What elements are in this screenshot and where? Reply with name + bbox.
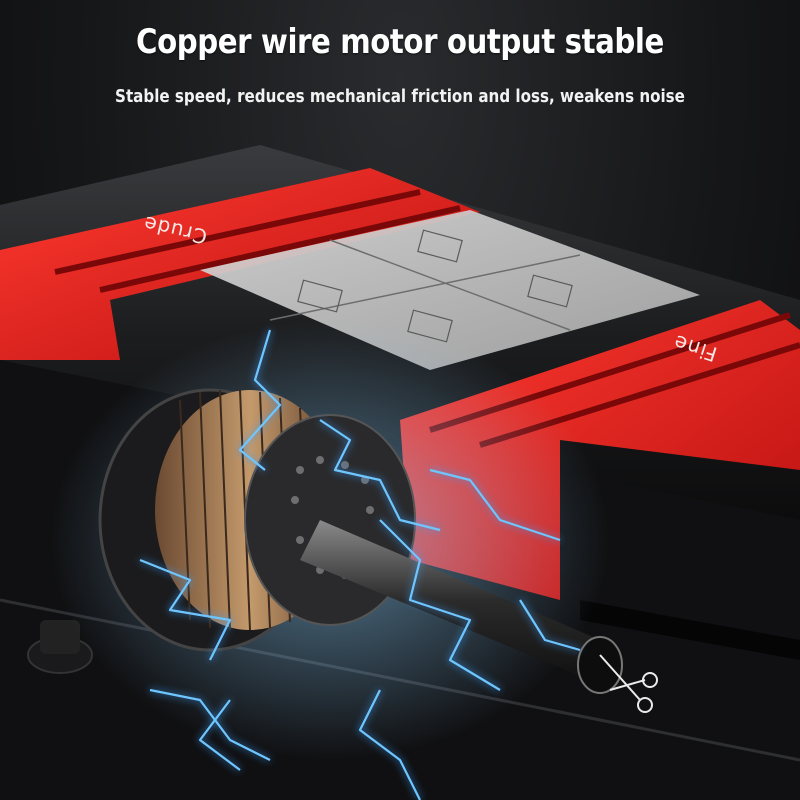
page-title: Copper wire motor output stable: [136, 22, 664, 62]
instruction-panel-divider-1: [329, 239, 571, 331]
copper-wire-motor: [98, 388, 658, 713]
electric-sparks: [139, 329, 581, 800]
suction-foot-stem: [40, 620, 80, 654]
motor-terminal-clips: [599, 654, 658, 713]
page-subtitle: Stable speed, reduces mechanical frictio…: [115, 86, 685, 107]
left-slot-groove-2: [99, 205, 461, 293]
instruction-diagram-icons: [297, 229, 573, 343]
left-slot-groove-1: [54, 189, 421, 275]
instruction-panel: [200, 210, 700, 370]
front-slot-groove: [580, 600, 800, 660]
motor-shaft: [300, 520, 600, 680]
shaft-end: [577, 636, 623, 694]
instruction-panel-divider-2: [269, 254, 581, 321]
